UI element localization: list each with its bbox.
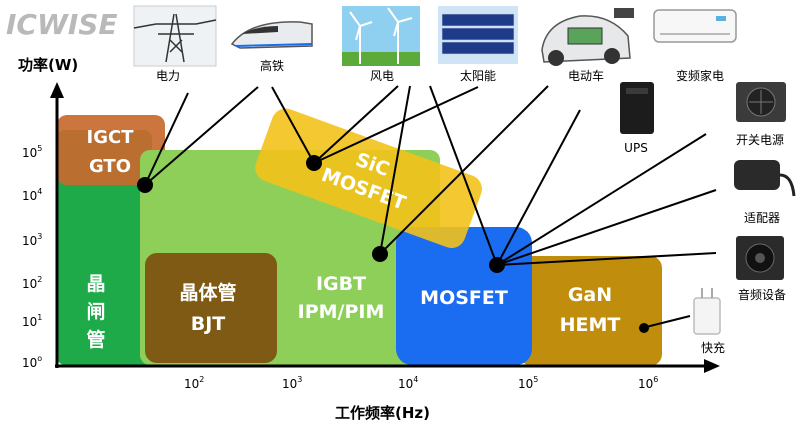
brand-logo: ICWISE bbox=[6, 8, 118, 41]
x-tick-label: 102 bbox=[184, 375, 204, 391]
bjt-label: BJT bbox=[191, 313, 226, 335]
thyristor-label-2: 闸 bbox=[86, 301, 105, 323]
x-axis-label: 工作频率(Hz) bbox=[335, 404, 430, 422]
y-axis-arrow bbox=[50, 82, 64, 98]
ipm-pim-label: IPM/PIM bbox=[298, 301, 385, 323]
app-label-audio: 音频设备 bbox=[738, 287, 786, 302]
igbt-label: IGBT bbox=[316, 273, 366, 295]
y-tick-label: 103 bbox=[22, 232, 42, 248]
thyristor-region bbox=[57, 130, 152, 365]
ups-icon bbox=[620, 82, 654, 134]
dot-igbt bbox=[372, 246, 388, 262]
dot-gan bbox=[639, 323, 649, 333]
solar-panel-icon bbox=[438, 6, 518, 64]
gto-label: GTO bbox=[89, 156, 131, 177]
app-label-switching-psu: 开关电源 bbox=[736, 133, 784, 147]
adapter-icon bbox=[734, 160, 796, 197]
x-tick-label: 105 bbox=[518, 375, 538, 391]
igct-gto-region bbox=[57, 115, 165, 185]
y-axis-label: 功率(W) bbox=[18, 56, 78, 74]
y-tick-labels: 105 104 103 102 101 10o bbox=[22, 144, 42, 370]
dot-mosfet bbox=[489, 257, 505, 273]
app-label-ups: UPS bbox=[624, 141, 648, 155]
gan-label: GaN bbox=[568, 284, 612, 306]
x-tick-label: 104 bbox=[398, 375, 418, 391]
wind-turbine-icon bbox=[342, 6, 420, 66]
gan-hemt-region bbox=[520, 256, 662, 366]
y-tick-label: 102 bbox=[22, 275, 42, 291]
electric-car-icon bbox=[541, 8, 634, 66]
app-label-high-speed-rail: 高铁 bbox=[260, 58, 284, 73]
fast-charger-icon bbox=[693, 288, 721, 335]
x-tick-labels: 102 103 104 105 106 bbox=[184, 375, 658, 391]
app-label-solar: 太阳能 bbox=[460, 68, 496, 83]
connector-dots bbox=[137, 155, 649, 333]
app-label-fast-charger: 快充 bbox=[701, 340, 725, 355]
thyristor-label-1: 晶 bbox=[86, 273, 105, 295]
dot-igct bbox=[137, 177, 153, 193]
mosfet-label: MOSFET bbox=[420, 287, 508, 309]
app-label-wind: 风电 bbox=[370, 69, 394, 83]
bjt-region bbox=[145, 253, 277, 363]
air-conditioner-icon bbox=[653, 9, 737, 43]
app-label-inverter-appliance: 变频家电 bbox=[676, 68, 724, 83]
x-axis-arrow bbox=[704, 359, 720, 373]
switching-psu-icon bbox=[736, 82, 786, 122]
y-tick-label: 101 bbox=[22, 313, 42, 329]
y-tick-label: 104 bbox=[22, 187, 42, 203]
sic-mosfet-region bbox=[255, 108, 482, 249]
hemt-label: HEMT bbox=[560, 314, 621, 336]
bjt-label-cn: 晶体管 bbox=[179, 281, 236, 304]
app-label-ev: 电动车 bbox=[568, 68, 604, 83]
igct-label: IGCT bbox=[87, 127, 135, 148]
x-tick-label: 106 bbox=[638, 375, 658, 391]
y-tick-label: 10o bbox=[22, 354, 42, 370]
app-label-power-grid: 电力 bbox=[156, 69, 180, 83]
audio-device-icon bbox=[736, 236, 784, 280]
high-speed-train-icon bbox=[230, 21, 313, 49]
power-tower-icon bbox=[133, 5, 217, 67]
connector-lines bbox=[144, 85, 717, 329]
x-tick-label: 103 bbox=[282, 375, 302, 391]
y-tick-label: 105 bbox=[22, 144, 42, 160]
region-labels: IGCT GTO 晶 闸 管 晶体管 BJT IGBT IPM/PIM MOSF… bbox=[86, 127, 620, 351]
app-label-adapter: 适配器 bbox=[744, 211, 780, 225]
dot-sic bbox=[306, 155, 322, 171]
thyristor-label-3: 管 bbox=[86, 328, 105, 351]
